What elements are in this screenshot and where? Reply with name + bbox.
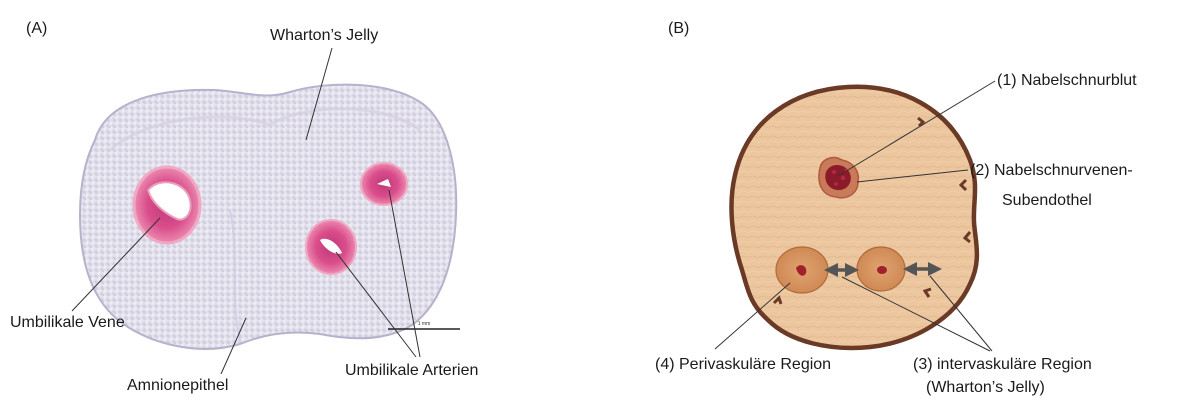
label-perivaskulaer: (4) Perivaskuläre Region xyxy=(655,356,831,373)
label-subendothel-1: (2) Nabelschnurvenen- xyxy=(970,162,1133,179)
panel-b-label: (B) xyxy=(668,20,689,37)
label-wharton: Wharton’s Jelly xyxy=(270,27,378,44)
label-intervaskulaer-2: (Wharton’s Jelly) xyxy=(926,379,1045,396)
scale-bar-label: 1 mm xyxy=(418,321,431,327)
schematic-cross-section xyxy=(731,87,976,348)
label-nabelschnurblut: (1) Nabelschnurblut xyxy=(997,72,1137,89)
label-umbilikale-arterien: Umbilikale Arterien xyxy=(345,362,478,379)
label-umbilikale-vene: Umbilikale Vene xyxy=(10,314,125,331)
label-subendothel-2: Subendothel xyxy=(1002,192,1092,209)
panel-a-label: (A) xyxy=(26,20,47,37)
cord-outline xyxy=(731,87,976,348)
histology-section: 1 mm xyxy=(80,85,460,349)
label-intervaskulaer-1: (3) intervaskuläre Region xyxy=(913,356,1092,373)
label-amnionepithel: Amnionepithel xyxy=(127,377,228,394)
